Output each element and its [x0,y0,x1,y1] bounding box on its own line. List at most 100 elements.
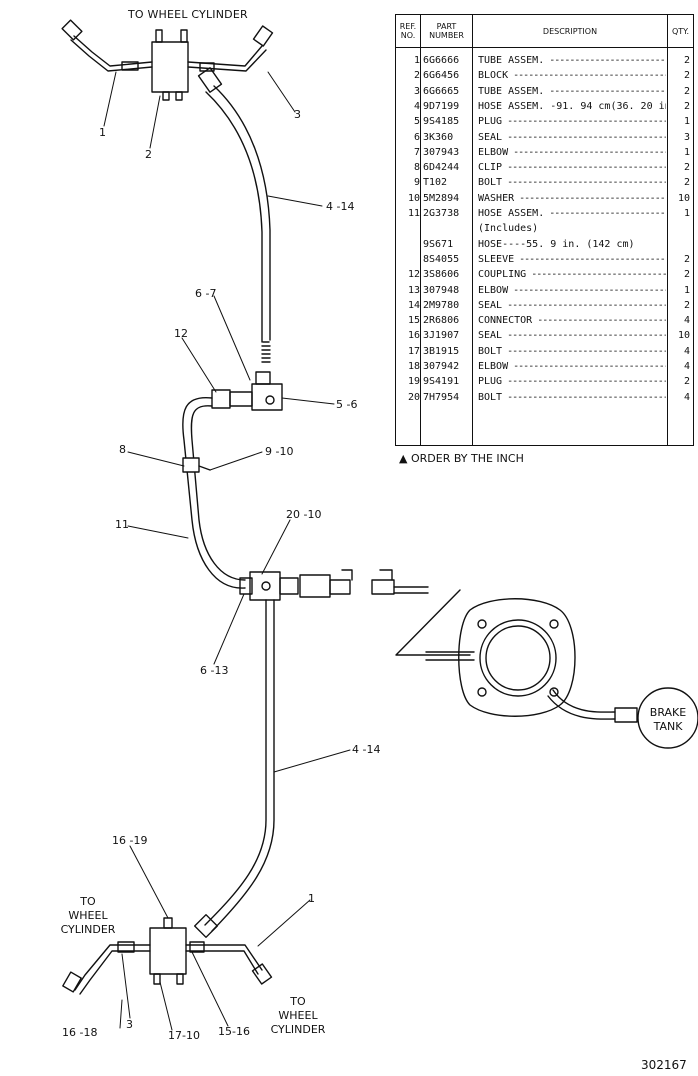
ref-cell: 20 [407,391,420,403]
part-number-cell: 2M9780 [423,299,460,311]
ref-cell: 13 [407,284,420,296]
part-number-cell: 6G6666 [423,55,460,66]
ref-cell: 14 [407,299,420,311]
callout: 16 -18 [62,1026,98,1039]
ref-cell: 6 [413,131,420,143]
break-line [395,589,471,656]
description-cell: WASHER [478,191,666,206]
middle-tee-fitting [211,371,283,411]
header-ref-no: REF. NO. [396,15,420,48]
callout: 1 [99,126,106,139]
qty-cell: 2 [683,100,690,112]
table-row: 207H7954BOLT4 [396,390,693,405]
table-row: 86D4244CLIP2 [396,160,693,175]
part-number-cell: 307942 [423,361,460,372]
qty-cell: 2 [683,299,690,311]
ref-cell: 19 [407,376,420,388]
table-row: 7307943ELBOW1 [396,145,693,160]
qty-cell: 2 [683,55,690,66]
part-number-cell: 6G6456 [423,70,460,82]
ref-cell: 8 [413,162,420,174]
callout: 3 [294,108,301,121]
bottom-junction-block [149,917,187,985]
top-left-tube-assembly [61,19,153,72]
description-cell: ELBOW [478,145,666,160]
callout-leader-lines [103,71,351,1031]
label-line: TO [290,995,306,1008]
callout: 8 [119,443,126,456]
order-note-text: ORDER BY THE INCH [410,452,524,465]
callout: 16 -19 [112,834,148,847]
table-row: (Includes) [396,221,693,236]
part-number-cell: 5M2894 [423,192,460,204]
description-cell: SEAL [478,298,666,313]
part-number-cell: 9S4191 [423,376,460,388]
part-number-cell: 307948 [423,284,460,296]
table-row: 163J1907SEAL10 [396,328,693,343]
callout: 6 -13 [200,664,229,677]
description-cell: BOLT [478,175,666,190]
description-cell: HOSE----55. 9 in. (142 cm) [478,238,635,250]
callout: 20 -10 [286,508,322,521]
callout: 11 [115,518,129,531]
brake-tank-flange [425,598,698,749]
part-number-cell: 6D4244 [423,162,460,174]
qty-cell: 2 [683,162,690,174]
header-part-number: PART NUMBER [421,15,472,48]
header-qty: QTY. [668,15,693,48]
qty-cell: 2 [683,177,690,189]
part-number-cell: 6G6665 [423,85,460,97]
description-cell: SEAL [478,130,666,145]
callout: 4 -14 [326,200,355,213]
qty-cell: 2 [683,269,690,281]
part-number-cell: 9D7199 [423,100,460,112]
description-cell: CONNECTOR [478,313,666,328]
table-row: 105M2894WASHER10 [396,191,693,206]
callout: 12 [174,327,188,340]
figure-number: 302167 [641,1058,687,1072]
part-number-cell: 3K360 [423,131,454,143]
table-row: 152R6806CONNECTOR4 [396,313,693,328]
qty-cell: 1 [683,116,690,128]
ref-cell: 17 [407,345,420,357]
ref-cell: 3 [413,85,420,97]
callout: 3 [126,1018,133,1031]
qty-cell: 2 [683,253,690,265]
table-row: 26G6456BLOCK2 [396,68,693,83]
description-cell: ELBOW [478,359,666,374]
bottom-right-tube-assembly [185,941,273,985]
description-cell: ELBOW [478,283,666,298]
qty-cell: 3 [683,131,690,143]
qty-cell: 2 [683,85,690,97]
part-number-cell: 8S4055 [423,253,460,265]
callout: 9 -10 [265,445,294,458]
ref-cell: 18 [407,361,420,372]
description-cell: SEAL [478,328,666,343]
table-row: 173B1915BOLT4 [396,344,693,359]
label-line: CYLINDER [270,1023,326,1036]
label-line: TO [80,895,96,908]
qty-cell: 4 [683,345,690,357]
header-description: DESCRIPTION [473,15,667,48]
qty-cell: 4 [683,391,690,403]
callout: 15-16 [218,1025,250,1038]
to-wheel-cylinder-top-label: TO WHEEL CYLINDER [128,8,248,21]
top-junction-block [151,29,189,101]
ref-cell: 7 [413,146,420,158]
description-cell: PLUG [478,374,666,389]
description-cell: (Includes) [478,223,539,235]
table-row: 13307948ELBOW1 [396,283,693,298]
qty-cell: 1 [683,208,690,219]
lower-tee-fitting [239,569,429,601]
to-wheel-cylinder-left-label: TO WHEEL CYLINDER [58,895,118,937]
table-row: 18307942ELBOW4 [396,359,693,374]
callout: 5 -6 [336,398,358,411]
description-cell: HOSE ASSEM. -91. 94 cm(36. 20 in. ) [478,99,666,114]
ref-cell: 15 [407,315,420,327]
label-line: BRAKE [649,706,687,719]
description-cell: HOSE ASSEM. [478,206,666,221]
part-number-cell: 9S4185 [423,116,460,128]
